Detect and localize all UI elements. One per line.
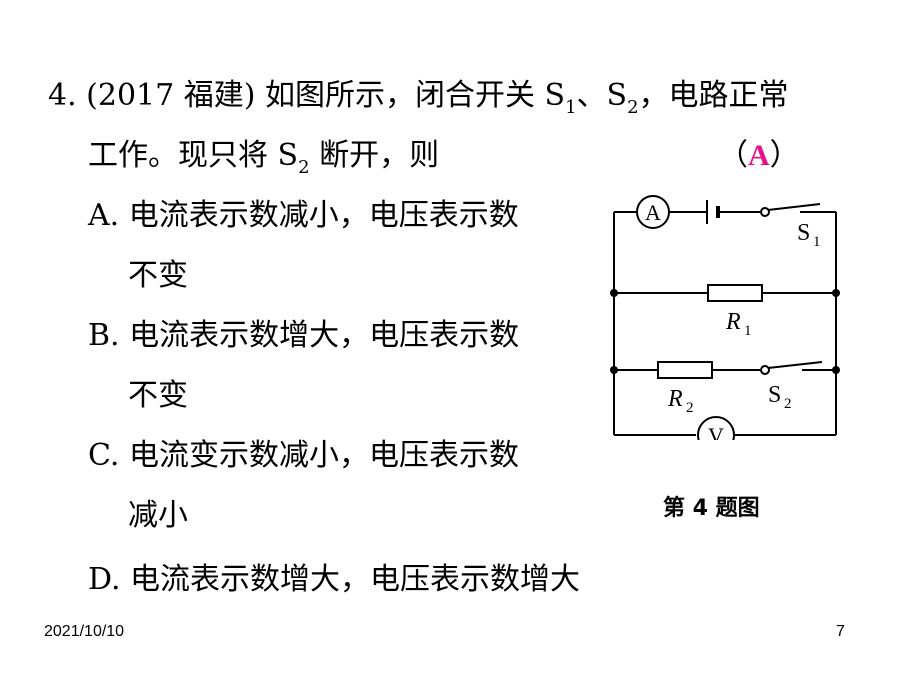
junction-dot: [610, 289, 618, 297]
switch-s2-blade: [767, 361, 823, 369]
question-sep: 、S: [576, 78, 628, 113]
question-line-2: 工作。现只将 S2 断开，则: [88, 136, 439, 180]
resistor-r1: [707, 284, 763, 302]
answer-letter: A: [748, 139, 770, 172]
paren-close: ）: [769, 138, 800, 173]
figure-caption: 第 4 题图: [663, 496, 760, 521]
question-line-1: 4. (2017 福建) 如图所示，闭合开关 S1、S2，电路正常: [48, 76, 789, 120]
junction-dot: [610, 366, 618, 374]
footer-date: 2021/10/10: [44, 623, 125, 640]
answer-bracket: （A）: [718, 136, 800, 176]
option-d-line-1: D. 电流表示数增大，电压表示数增大: [88, 562, 581, 597]
r2-label-sub: 2: [686, 400, 694, 416]
s1-label-sub: 1: [813, 234, 821, 250]
s2-subscript-line2: 2: [298, 157, 310, 178]
junction-dot: [832, 289, 840, 297]
question-line2-suffix: 断开，则: [309, 138, 440, 173]
option-c-line-2: 减小: [128, 498, 188, 533]
question-text: 4. (2017 福建) 如图所示，闭合开关 S: [48, 78, 566, 113]
option-c-line-1: C. 电流变示数减小，电压表示数: [88, 438, 519, 473]
r1-label: R: [725, 309, 741, 335]
question-suffix: ，电路正常: [638, 78, 789, 113]
s2-subscript: 2: [627, 97, 639, 118]
junction-dot: [832, 366, 840, 374]
question-line2-text: 工作。现只将 S: [88, 138, 299, 173]
option-a-line-1: A. 电流表示数减小，电压表示数: [88, 198, 519, 233]
circuit-diagram: A V S 1 R 1 R 2 S 2: [610, 195, 840, 440]
r2-label: R: [667, 386, 683, 412]
resistor-r2: [657, 361, 713, 379]
option-a-line-2: 不变: [128, 258, 188, 293]
r1-label-sub: 1: [744, 323, 752, 339]
s1-label: S: [797, 220, 810, 246]
option-b-line-2: 不变: [128, 378, 188, 413]
ammeter-label: A: [645, 200, 661, 225]
footer-page-number: 7: [836, 623, 845, 640]
s1-subscript: 1: [565, 97, 577, 118]
switch-s1-contact: [760, 207, 770, 217]
s2-label-sub: 2: [784, 396, 792, 412]
s2-label: S: [768, 382, 781, 408]
switch-s1-blade: [767, 203, 821, 211]
switch-s2-contact: [760, 365, 770, 375]
paren-open: （: [718, 138, 748, 173]
voltmeter-label: V: [708, 423, 724, 440]
option-b-line-1: B. 电流表示数增大，电压表示数: [88, 318, 520, 353]
